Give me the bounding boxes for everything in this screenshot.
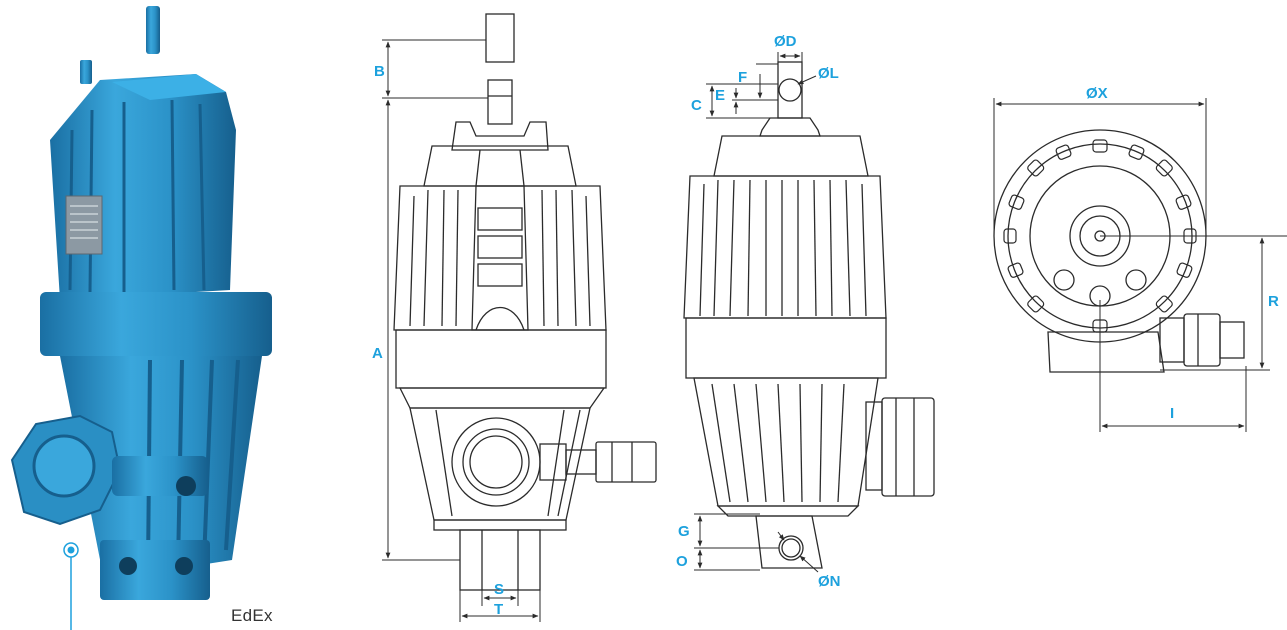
nameplate	[65, 195, 103, 255]
dim-label-a: A	[372, 345, 383, 362]
dim-label-n: ØN	[818, 573, 841, 590]
dim-label-s: S	[494, 581, 504, 598]
motor-housing	[50, 74, 236, 300]
mid-flange	[40, 292, 272, 356]
dim-label-x: ØX	[1086, 85, 1108, 102]
front-view-drawing	[393, 13, 657, 591]
product-caption: EdEx	[231, 606, 273, 625]
callout-marker	[63, 542, 79, 630]
product-render	[10, 6, 272, 600]
dim-label-b: B	[374, 63, 385, 80]
dim-label-f: F	[738, 69, 747, 86]
dim-label-r: R	[1268, 293, 1279, 310]
dim-label-d: ØD	[774, 33, 797, 50]
side-view-dimensions	[694, 52, 819, 573]
dim-label-e: E	[715, 87, 725, 104]
side-view-drawing	[683, 61, 935, 569]
dim-label-g: G	[678, 523, 690, 540]
dim-label-c: C	[691, 97, 702, 114]
dim-label-l: ØL	[818, 65, 839, 82]
dim-label-t: T	[494, 601, 503, 618]
dimension-labels: B A S T ØD ØL F E C G O ØN ØX R I	[372, 33, 1279, 618]
top-view-dimensions	[993, 98, 1287, 432]
dim-label-i: I	[1170, 405, 1174, 422]
front-view-dimensions	[382, 39, 541, 622]
dim-label-o: O	[676, 553, 688, 570]
